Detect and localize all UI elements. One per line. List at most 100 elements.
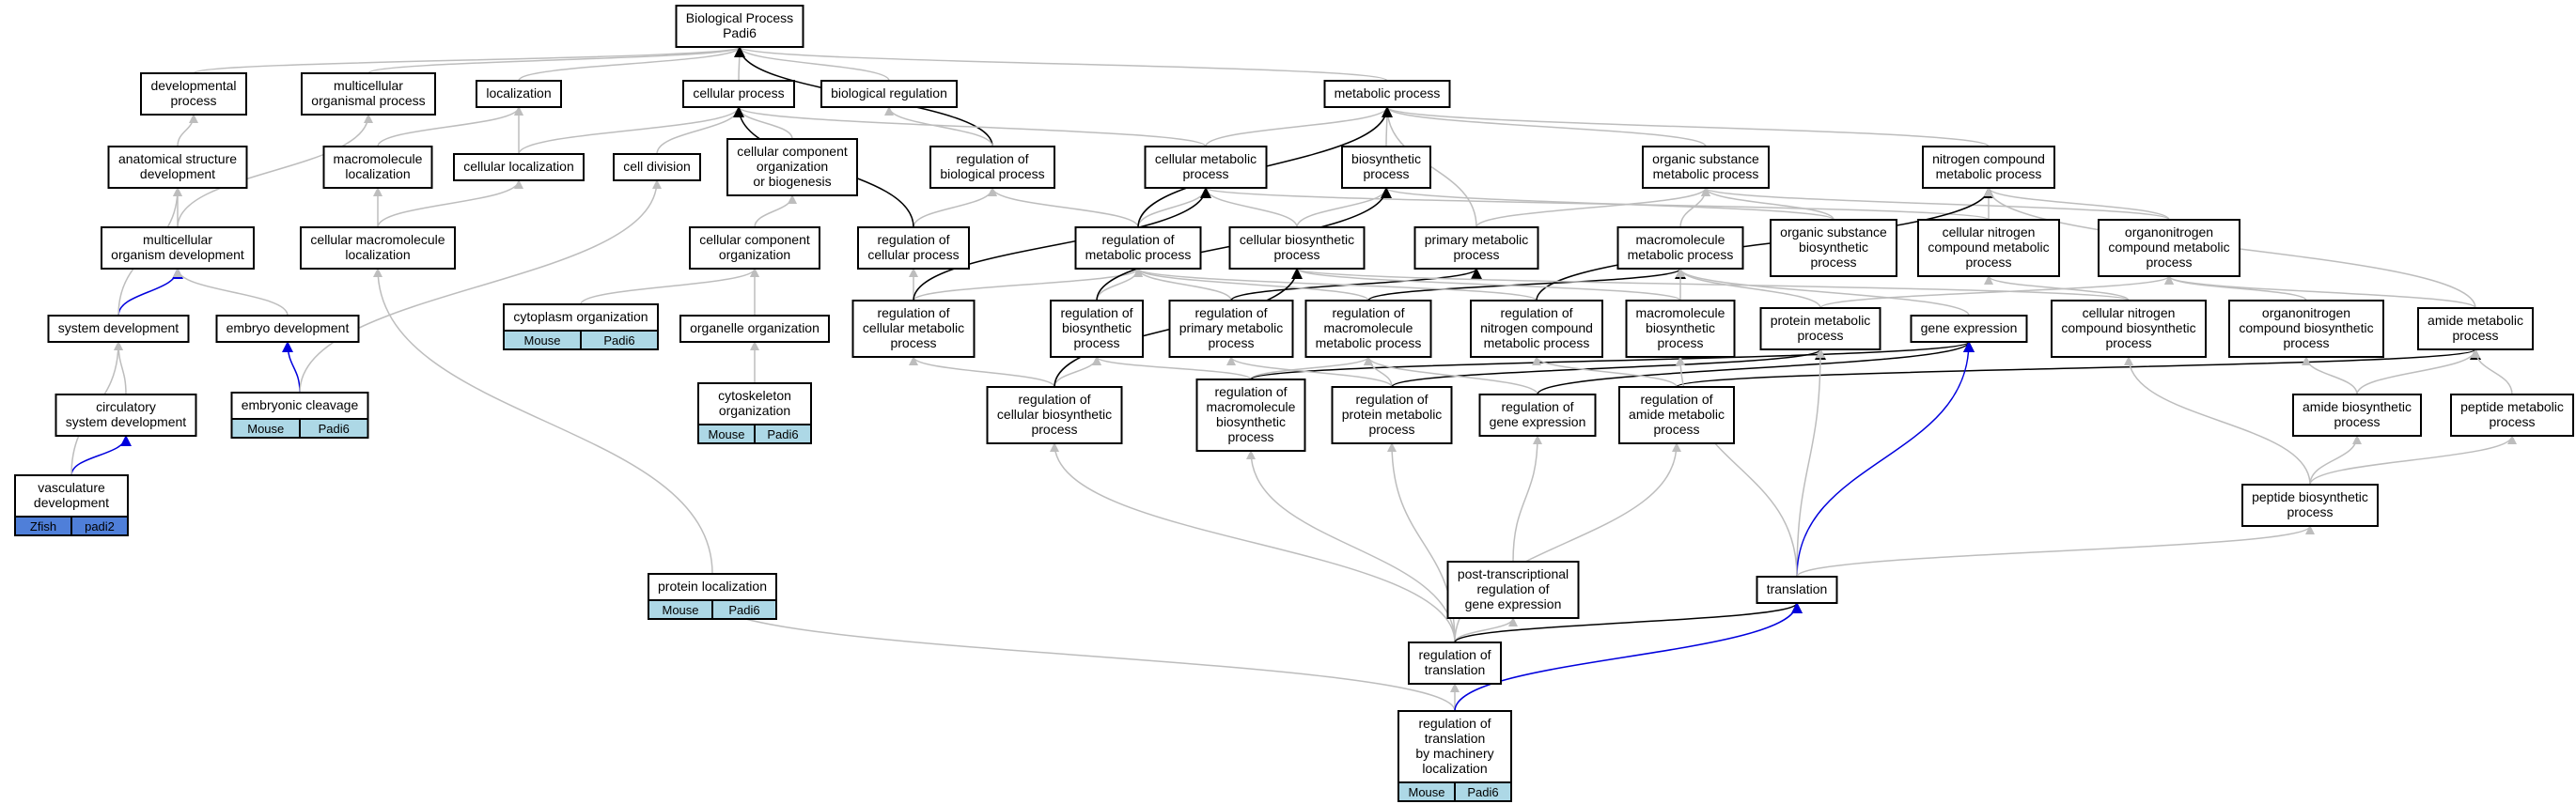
- edge-blue: [70, 435, 132, 476]
- node-label-line: translation: [1425, 731, 1486, 746]
- node-label-line: Biological Process: [686, 10, 793, 25]
- edge-gray: [299, 179, 662, 394]
- node-label-line: vasculature: [38, 480, 105, 495]
- node-box: [2292, 394, 2422, 437]
- edge-gray: [1475, 187, 1710, 228]
- go-term-node-reg-macro-biosyn[interactable]: regulation ofmacromoleculebiosyntheticpr…: [1195, 379, 1306, 452]
- node-label-line: process: [890, 335, 936, 350]
- go-term-node-embryo-dev[interactable]: embryo development: [215, 315, 360, 343]
- edge-gray: [367, 46, 744, 74]
- go-term-node-translation[interactable]: translation: [1756, 576, 1838, 604]
- node-label-line: nitrogen compound: [1480, 320, 1593, 335]
- node-box: [682, 80, 795, 108]
- node-label-line: regulation of: [1501, 399, 1573, 414]
- node-label-line: biosynthetic: [1216, 414, 1286, 429]
- node-label-line: protein metabolic: [1342, 407, 1443, 422]
- node-box: [697, 382, 812, 425]
- go-term-node-cell-proc[interactable]: cellular process: [682, 80, 795, 108]
- node-box: [857, 226, 970, 270]
- node-box: [503, 303, 659, 332]
- edge-gray: [1092, 356, 1252, 380]
- node-label-line: compound biosynthetic: [2061, 320, 2195, 335]
- edge-gray: [1201, 187, 1990, 221]
- node-label-line: localization: [486, 85, 551, 100]
- node-label-line: compound biosynthetic: [2239, 320, 2373, 335]
- go-term-node-localization[interactable]: localization: [476, 80, 562, 108]
- edge-gray: [1382, 106, 1707, 147]
- tag-species-label: Mouse: [523, 333, 560, 348]
- node-label-line: cellular process: [867, 247, 959, 262]
- node-box: [1331, 386, 1453, 444]
- tag-gene-label: Padi6: [728, 603, 759, 617]
- node-box: [675, 5, 804, 48]
- node-label-line: gene expression: [1490, 414, 1586, 429]
- node-label-line: regulation of: [1060, 305, 1132, 320]
- node-box: [101, 226, 255, 270]
- go-term-node-gene-exp[interactable]: gene expression: [1910, 315, 2028, 343]
- node-box: [215, 315, 360, 343]
- go-term-node-cell-loc[interactable]: cellular localization: [453, 153, 585, 181]
- node-label-line: process: [2287, 504, 2333, 519]
- edge-gray: [518, 106, 743, 155]
- edge-gray: [2356, 348, 2480, 395]
- go-term-node-cell-div[interactable]: cell division: [613, 153, 701, 181]
- node-label-line: macromolecule: [1636, 232, 1725, 247]
- go-term-node-sys-dev[interactable]: system development: [47, 315, 190, 343]
- go-term-node-bio-reg[interactable]: biological regulation: [820, 80, 958, 108]
- edge-gray: [1205, 106, 1392, 147]
- node-label-line: process: [1073, 335, 1119, 350]
- node-label-line: developmental: [150, 78, 236, 93]
- go-term-node-organelle-org[interactable]: organelle organization: [679, 315, 830, 343]
- go-term-node-met-proc[interactable]: metabolic process: [1323, 80, 1451, 108]
- tag-species-label: Mouse: [708, 427, 744, 441]
